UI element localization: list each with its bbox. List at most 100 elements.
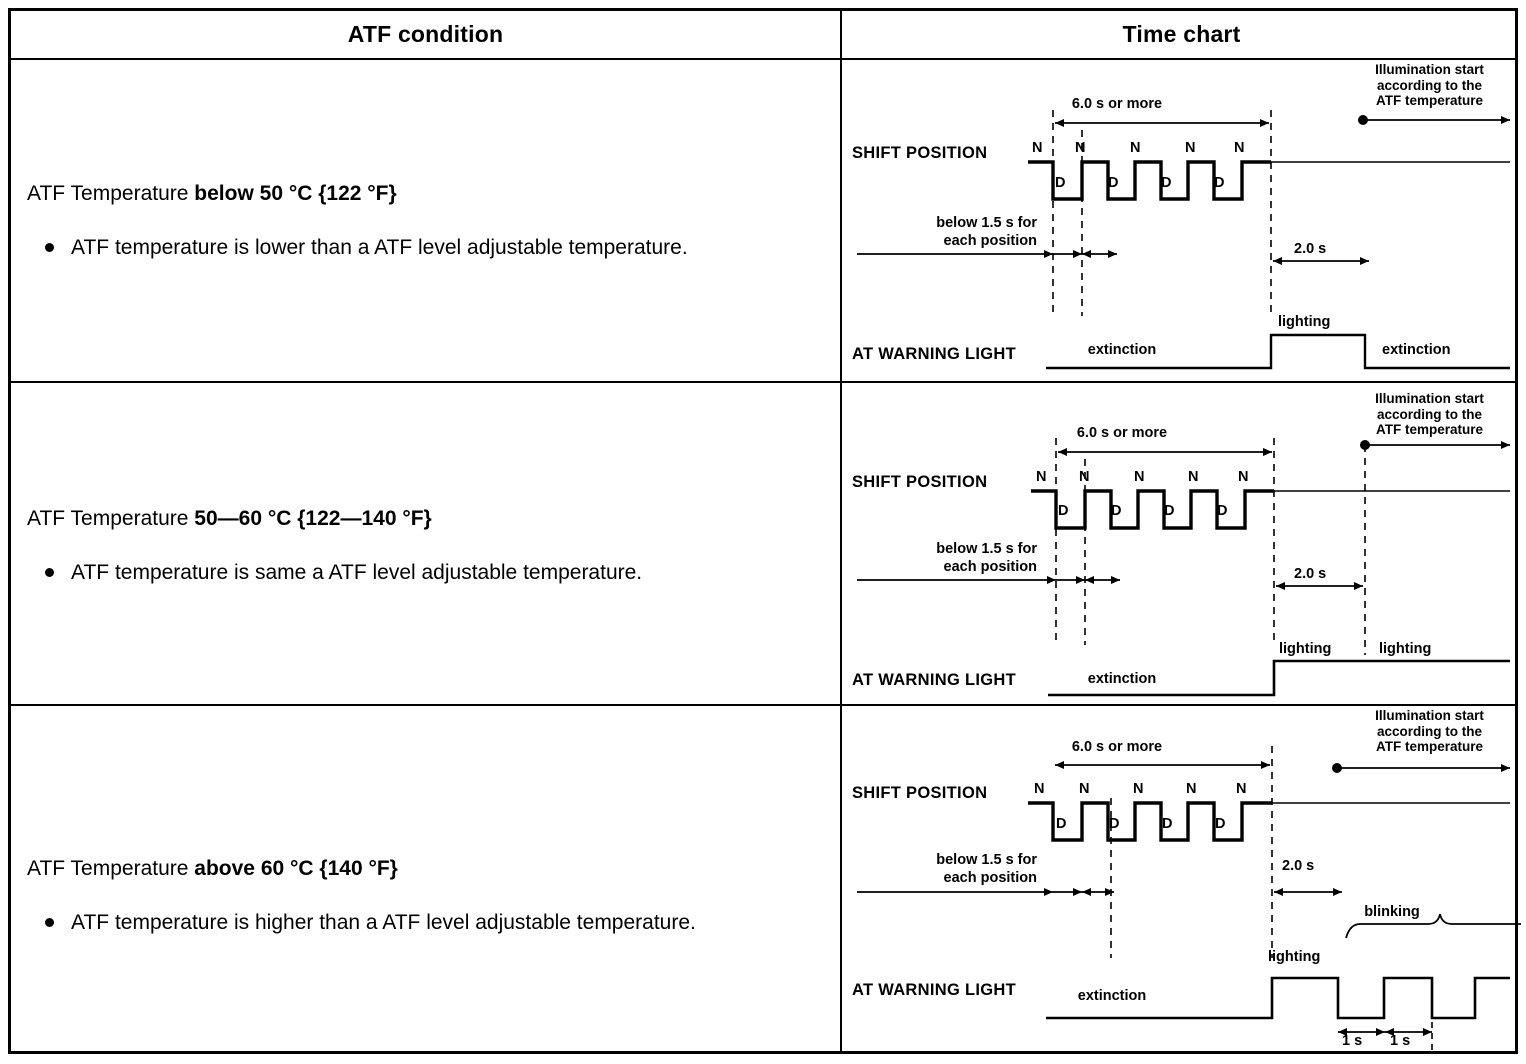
illumination-note-line1: Illumination start xyxy=(1375,391,1484,406)
shift-mark-d-1: D xyxy=(1109,816,1120,832)
column-divider xyxy=(840,11,842,1051)
shift-mark-d-0: D xyxy=(1055,175,1066,191)
shift-mark-n-4: N xyxy=(1236,781,1247,797)
shift-position-label: SHIFT POSITION xyxy=(852,784,988,802)
shift-mark-d-3: D xyxy=(1215,816,1226,832)
shift-mark-d-2: D xyxy=(1162,816,1173,832)
duration-annotation: 6.0 s or more xyxy=(1071,96,1163,112)
bullet-dot-icon xyxy=(45,243,54,252)
shift-mark-n-1: N xyxy=(1079,781,1090,797)
time-chart-svg-row1 xyxy=(857,110,1510,370)
list-item: ATF temperature is lower than a ATF leve… xyxy=(45,233,824,262)
duration-annotation: 6.0 s or more xyxy=(1076,425,1168,441)
warning-state-1: lighting xyxy=(1278,314,1331,330)
shift-position-label: SHIFT POSITION xyxy=(852,144,988,162)
bullet-dot-icon xyxy=(45,568,54,577)
shift-mark-d-3: D xyxy=(1214,175,1225,191)
at-warning-light-label: AT WARNING LIGHT xyxy=(852,345,1016,363)
illumination-note: Illumination start according to the ATF … xyxy=(1342,708,1517,755)
atf-condition-table: ATF condition Time chart ATF Temperature… xyxy=(8,8,1521,1054)
header-atf-condition: ATF condition xyxy=(347,21,504,47)
condition-title: ATF Temperature above 60 °C {140 °F} xyxy=(27,856,824,882)
shift-mark-d-2: D xyxy=(1164,503,1175,519)
shift-mark-n-4: N xyxy=(1234,140,1245,156)
bullet-text: ATF temperature is higher than a ATF lev… xyxy=(71,911,696,934)
delay-annotation: 2.0 s xyxy=(1282,858,1315,874)
time-chart-below-50: SHIFT POSITION AT WARNING LIGHT 6.0 s or… xyxy=(842,58,1521,381)
each-position-annotation-line1: below 1.5 s for xyxy=(936,541,1037,557)
shift-mark-n-3: N xyxy=(1188,469,1199,485)
each-position-annotation-line1: below 1.5 s for xyxy=(936,215,1037,231)
row1-rule xyxy=(11,381,1515,383)
list-item: ATF temperature is higher than a ATF lev… xyxy=(45,908,824,937)
delay-annotation: 2.0 s xyxy=(1294,241,1327,257)
condition-title-prefix: ATF Temperature xyxy=(27,507,195,530)
warning-state-1: lighting xyxy=(1279,641,1332,657)
bullet-text: ATF temperature is same a ATF level adju… xyxy=(71,561,643,584)
time-chart-svg-row3 xyxy=(857,746,1521,1051)
each-position-annotation-line2: each position xyxy=(943,559,1037,575)
time-chart-svg-row2 xyxy=(857,438,1510,697)
header-time-chart: Time chart xyxy=(1122,21,1241,47)
warning-state-0: extinction xyxy=(1077,988,1147,1004)
shift-mark-n-1: N xyxy=(1075,140,1086,156)
illumination-note-line2: according to the xyxy=(1376,723,1482,739)
time-chart-above-60: SHIFT POSITION AT WARNING LIGHT 6.0 s or… xyxy=(842,706,1521,1064)
condition-bullets: ATF temperature is lower than a ATF leve… xyxy=(27,233,824,262)
illumination-note-line1: Illumination start xyxy=(1375,708,1484,723)
at-warning-light-label: AT WARNING LIGHT xyxy=(852,671,1016,689)
shift-mark-n-0: N xyxy=(1032,140,1043,156)
each-position-annotation-line2: each position xyxy=(943,870,1037,886)
illumination-note-line2: according to the xyxy=(1376,77,1482,93)
condition-title: ATF Temperature below 50 °C {122 °F} xyxy=(27,181,824,207)
illumination-note-line3: ATF temperature xyxy=(1375,739,1484,754)
shift-mark-d-0: D xyxy=(1058,503,1069,519)
bullet-dot-icon xyxy=(45,918,54,927)
condition-title: ATF Temperature 50—60 °C {122—140 °F} xyxy=(27,506,824,532)
shift-mark-d-3: D xyxy=(1217,503,1228,519)
illumination-note: Illumination start according to the ATF … xyxy=(1342,62,1517,109)
shift-mark-n-2: N xyxy=(1134,469,1145,485)
bullet-text: ATF temperature is lower than a ATF leve… xyxy=(71,236,688,259)
condition-bullets: ATF temperature is higher than a ATF lev… xyxy=(27,908,824,937)
illumination-note-line1: Illumination start xyxy=(1375,62,1484,77)
duration-annotation: 6.0 s or more xyxy=(1071,739,1163,755)
shift-mark-n-0: N xyxy=(1036,469,1047,485)
illumination-note: Illumination start according to the ATF … xyxy=(1342,391,1517,438)
condition-title-prefix: ATF Temperature xyxy=(27,857,195,880)
time-chart-50-60: SHIFT POSITION AT WARNING LIGHT 6.0 s or… xyxy=(842,383,1521,704)
delay-annotation: 2.0 s xyxy=(1294,566,1327,582)
warning-state-2: extinction xyxy=(1382,342,1451,358)
shift-mark-d-0: D xyxy=(1056,816,1067,832)
warning-state-1: lighting xyxy=(1268,949,1321,965)
warning-state-0: extinction xyxy=(1087,342,1157,358)
condition-cell-below-50: ATF Temperature below 50 °C {122 °F} ATF… xyxy=(11,181,840,262)
shift-mark-n-3: N xyxy=(1185,140,1196,156)
header-rule xyxy=(11,58,1515,60)
shift-position-label: SHIFT POSITION xyxy=(852,473,988,491)
blinking-annotation: blinking xyxy=(1364,904,1420,920)
shift-mark-d-1: D xyxy=(1111,503,1122,519)
condition-cell-above-60: ATF Temperature above 60 °C {140 °F} ATF… xyxy=(11,856,840,937)
condition-title-value: below 50 °C {122 °F} xyxy=(194,182,397,205)
warning-state-0: extinction xyxy=(1087,671,1157,687)
shift-mark-d-2: D xyxy=(1161,175,1172,191)
blink-period-2: 1 s xyxy=(1390,1033,1411,1049)
each-position-annotation-line2: each position xyxy=(943,233,1037,249)
shift-mark-n-2: N xyxy=(1130,140,1141,156)
list-item: ATF temperature is same a ATF level adju… xyxy=(45,558,824,587)
shift-mark-n-3: N xyxy=(1186,781,1197,797)
condition-title-value: above 60 °C {140 °F} xyxy=(194,857,398,880)
shift-mark-d-1: D xyxy=(1108,175,1119,191)
illumination-note-line3: ATF temperature xyxy=(1375,93,1484,108)
condition-bullets: ATF temperature is same a ATF level adju… xyxy=(27,558,824,587)
condition-title-value: 50—60 °C {122—140 °F} xyxy=(194,507,432,530)
row2-rule xyxy=(11,704,1515,706)
blink-period-1: 1 s xyxy=(1342,1033,1363,1049)
each-position-annotation-line1: below 1.5 s for xyxy=(936,852,1037,868)
warning-state-2: lighting xyxy=(1379,641,1432,657)
shift-mark-n-2: N xyxy=(1133,781,1144,797)
shift-mark-n-0: N xyxy=(1034,781,1045,797)
at-warning-light-label: AT WARNING LIGHT xyxy=(852,981,1016,999)
